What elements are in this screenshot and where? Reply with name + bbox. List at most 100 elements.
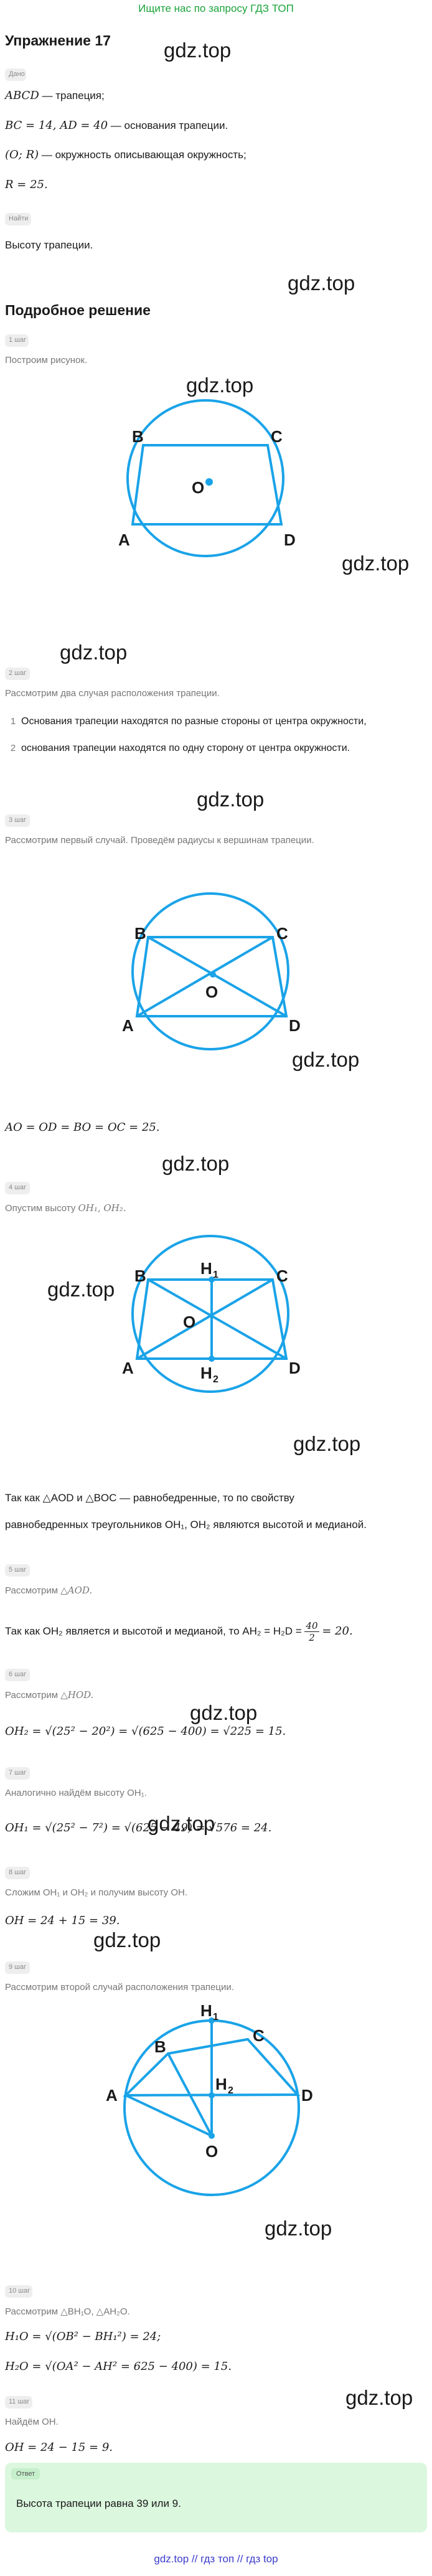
step-10-text: Рассмотрим △BH₁O, △AH₂O.	[5, 2306, 130, 2317]
figure-3-heights: B C A D O H 1 H 2	[122, 1235, 301, 1393]
label-h1-sub: 1	[213, 1270, 218, 1280]
label-a: A	[122, 1016, 134, 1035]
figure-1-trapezoid: B C A D O	[118, 399, 296, 557]
label-a: A	[118, 531, 130, 549]
watermark: gdz.top	[265, 2217, 332, 2240]
step-3-equation: AO = OD = BO = OC = 25.	[5, 1121, 160, 1134]
step-8-label: 8 шаг	[9, 1869, 27, 1876]
watermark: gdz.top	[342, 552, 410, 575]
figure-4-second-case: B C A D O H 1 H 2	[106, 2001, 313, 2196]
step-4-paragraph-2: равнобедренных треугольников OH₁, OH₂ яв…	[5, 1519, 367, 1531]
given-line-2: BC = 14, AD = 40 — основания трапеции.	[5, 119, 228, 132]
label-c: C	[271, 427, 283, 446]
step-7-text: Аналогично найдём высоту OH₁.	[5, 1788, 147, 1798]
label-c: C	[276, 924, 288, 943]
step-1-text: Построим рисунок.	[5, 355, 88, 366]
label-a: A	[106, 2086, 118, 2105]
given-line-3: (O; R) — окружность описывающая окружнос…	[5, 148, 247, 161]
label-a: A	[122, 1359, 134, 1377]
watermark: gdz.top	[292, 1048, 360, 1071]
step-11-label: 11 шаг	[9, 2398, 30, 2405]
step-9-label: 9 шаг	[9, 1963, 27, 1971]
watermark: gdz.top	[162, 1152, 230, 1175]
watermark: gdz.top	[186, 374, 254, 397]
step-2-text: Рассмотрим два случая расположения трапе…	[5, 688, 220, 699]
step-2-label-box: 2 шаг	[5, 668, 30, 680]
label-h2-sub: 2	[213, 1374, 218, 1385]
label-d: D	[301, 2086, 313, 2105]
watermark: gdz.top	[148, 1812, 215, 1835]
step-6-equation: OH₂ = √(25² − 20²) = √(625 − 400) = √225…	[5, 1725, 286, 1738]
answer-text: Высота трапеции равна 39 или 9.	[16, 2498, 181, 2509]
step-10-equation-1: H₁O = √(OB² − BH₁²) = 24;	[5, 2330, 161, 2343]
top-search-link[interactable]: Ищите нас по запросу ГДЗ ТОП	[138, 2, 294, 14]
step-1-label-box: 1 шаг	[5, 334, 29, 347]
figure-2-radii: B C A D O	[122, 892, 301, 1050]
label-b: B	[134, 1267, 146, 1285]
label-h2: H	[200, 1364, 212, 1382]
step-3-text: Рассмотрим первый случай. Проведём радиу…	[5, 835, 314, 846]
label-d: D	[289, 1359, 301, 1377]
step-7-equation: OH₁ = √(25² − 7²) = √(625 − 49) = √576 =…	[5, 1821, 272, 1834]
step-4-label: 4 шаг	[9, 1184, 27, 1191]
label-d: D	[289, 1016, 301, 1035]
step-10-label: 10 шаг	[9, 2287, 31, 2295]
step-6-label-box: 6 шаг	[5, 1669, 30, 1681]
answer-label: Ответ	[11, 2468, 40, 2479]
step-11-text: Найдём OH.	[5, 2417, 59, 2427]
watermark: gdz.top	[93, 1928, 161, 1951]
given-line-4: R = 25.	[5, 178, 48, 191]
step-4-label-box: 4 шаг	[5, 1182, 30, 1194]
label-c: C	[253, 2026, 265, 2045]
label-d: D	[284, 531, 296, 549]
label-b: B	[154, 2037, 166, 2056]
label-o: O	[205, 983, 218, 1001]
step-4-paragraph-1: Так как △AOD и △BOC — равнобедренные, то…	[5, 1492, 294, 1504]
watermark: gdz.top	[288, 271, 355, 295]
label-h1: H	[200, 1259, 212, 1278]
step-1-label: 1 шаг	[9, 336, 27, 344]
step-3-label-box: 3 шаг	[5, 814, 30, 827]
watermark: gdz.top	[197, 788, 265, 811]
exercise-title: Упражнение 17	[5, 32, 111, 49]
footer-links[interactable]: gdz.top // гдз топ // гдз top	[154, 2553, 278, 2565]
label-h2: H	[215, 2075, 227, 2093]
fraction-denominator: 2	[309, 1632, 315, 1643]
step-10-label-box: 10 шаг	[5, 2285, 32, 2298]
given-label-box: Дано	[5, 68, 26, 81]
answer-box: Ответ Высота трапеции равна 39 или 9.	[5, 2463, 427, 2532]
step-11-label-box: 11 шаг	[5, 2396, 32, 2409]
label-o: O	[205, 2142, 218, 2161]
step-8-label-box: 8 шаг	[5, 1867, 30, 1879]
watermark: gdz.top	[47, 1278, 115, 1301]
step-5-label: 5 шаг	[9, 1566, 27, 1573]
given-line-1: ABCD — трапеция;	[5, 89, 105, 102]
watermark: gdz.top	[293, 1432, 361, 1455]
label-b: B	[134, 924, 146, 943]
label-o: O	[192, 478, 204, 497]
fraction-numerator: 40	[304, 1620, 319, 1632]
given-label: Дано	[9, 70, 25, 78]
step-8-text: Сложим OH₁ и OH₂ и получим высоту OH.	[5, 1887, 187, 1898]
label-b: B	[132, 427, 144, 446]
step-6-label: 6 шаг	[9, 1671, 27, 1678]
label-h2-sub: 2	[228, 2085, 233, 2096]
step-7-label-box: 7 шаг	[5, 1767, 30, 1780]
label-o: O	[183, 1313, 195, 1331]
step-8-equation: OH = 24 + 15 = 39.	[5, 1914, 120, 1927]
find-label: Найти	[9, 215, 29, 222]
label-h1: H	[200, 2001, 212, 2020]
step-7-label: 7 шаг	[9, 1769, 27, 1776]
step-11-equation: OH = 24 − 15 = 9.	[5, 2441, 113, 2454]
step-9-label-box: 9 шаг	[5, 1961, 30, 1974]
step-6-text: Рассмотрим △HOD.	[5, 1689, 94, 1701]
label-h1-sub: 1	[213, 2012, 218, 2022]
watermark: gdz.top	[190, 1701, 258, 1724]
watermark: gdz.top	[60, 641, 128, 664]
step-3-label: 3 шаг	[9, 816, 27, 824]
find-label-box: Найти	[5, 213, 31, 225]
find-text: Высоту трапеции.	[5, 239, 93, 251]
step-9-text: Рассмотрим второй случай расположения тр…	[5, 1982, 234, 1993]
